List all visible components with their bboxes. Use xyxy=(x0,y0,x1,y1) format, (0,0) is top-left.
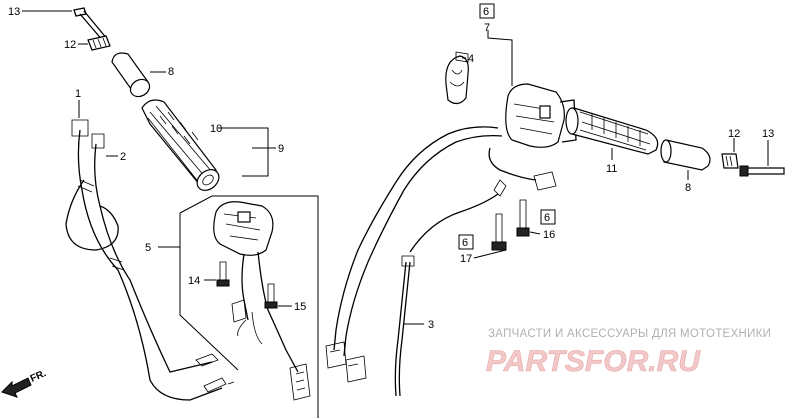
screw-15 xyxy=(264,283,292,309)
callout-6-low: 6 xyxy=(462,237,468,249)
callout-12-left: 12 xyxy=(64,39,76,51)
callout-9: 9 xyxy=(278,143,284,155)
watermark-brand: PARTSFOR.RU xyxy=(486,345,701,378)
callout-11: 11 xyxy=(606,163,617,175)
front-direction-label: FR. xyxy=(29,368,48,385)
watermark-subtitle: ЗАПЧАСТИ И АКСЕССУАРЫ ДЛЯ МОТОТЕХНИКИ xyxy=(488,328,771,340)
front-direction-arrow: FR. xyxy=(1,368,48,398)
throttle-cables xyxy=(65,119,235,401)
ref-box-6-mid xyxy=(540,209,556,225)
callout-3: 3 xyxy=(428,319,434,331)
callout-1: 1 xyxy=(75,88,81,100)
callout-13-right: 13 xyxy=(762,128,774,140)
callout-12-right: 12 xyxy=(728,128,740,140)
ref-box-6-low xyxy=(458,234,474,250)
clutch-cable xyxy=(394,179,507,397)
callout-8-left: 8 xyxy=(168,66,174,78)
callout-6-mid: 6 xyxy=(544,212,550,224)
watermark: ЗАПЧАСТИ И АКСЕССУАРЫ ДЛЯ МОТОТЕХНИКИ PA… xyxy=(486,328,771,378)
callout-6-top: 6 xyxy=(483,6,489,18)
callout-2: 2 xyxy=(120,151,126,163)
right-grip xyxy=(565,107,659,160)
callout-15: 15 xyxy=(294,301,306,313)
switch-bracket-4 xyxy=(445,51,469,105)
left-switch-assembly xyxy=(158,195,319,418)
leader-lines-left-top xyxy=(22,10,276,177)
left-grip xyxy=(141,99,220,191)
callout-7: 7 xyxy=(484,22,490,34)
wire-harness-center xyxy=(325,126,557,383)
leader-lines-cables xyxy=(78,100,118,157)
callout-17: 17 xyxy=(460,253,472,265)
callout-10: 10 xyxy=(210,123,222,135)
bar-end-screw-right xyxy=(721,138,739,169)
leader-lines-right xyxy=(473,231,541,259)
bar-end-weight-left xyxy=(111,52,151,98)
screw-14 xyxy=(204,261,230,287)
callout-5: 5 xyxy=(145,242,151,254)
bar-end-screw-left xyxy=(87,35,111,51)
right-switch-assembly xyxy=(487,30,577,148)
ref-box-6-top xyxy=(479,3,495,19)
callout-8-right: 8 xyxy=(685,182,691,194)
bar-end-bolt-right xyxy=(739,140,785,177)
callout-16: 16 xyxy=(543,229,555,241)
callout-4: 4 xyxy=(468,53,474,65)
bar-end-weight-right xyxy=(660,139,711,180)
callout-13-left: 13 xyxy=(8,6,20,18)
screw-16 xyxy=(516,199,530,237)
callout-labels: 13 12 8 1 2 10 9 5 14 15 6 7 4 11 12 13 … xyxy=(8,6,774,331)
callout-14: 14 xyxy=(188,275,200,287)
screw-17 xyxy=(491,213,507,251)
